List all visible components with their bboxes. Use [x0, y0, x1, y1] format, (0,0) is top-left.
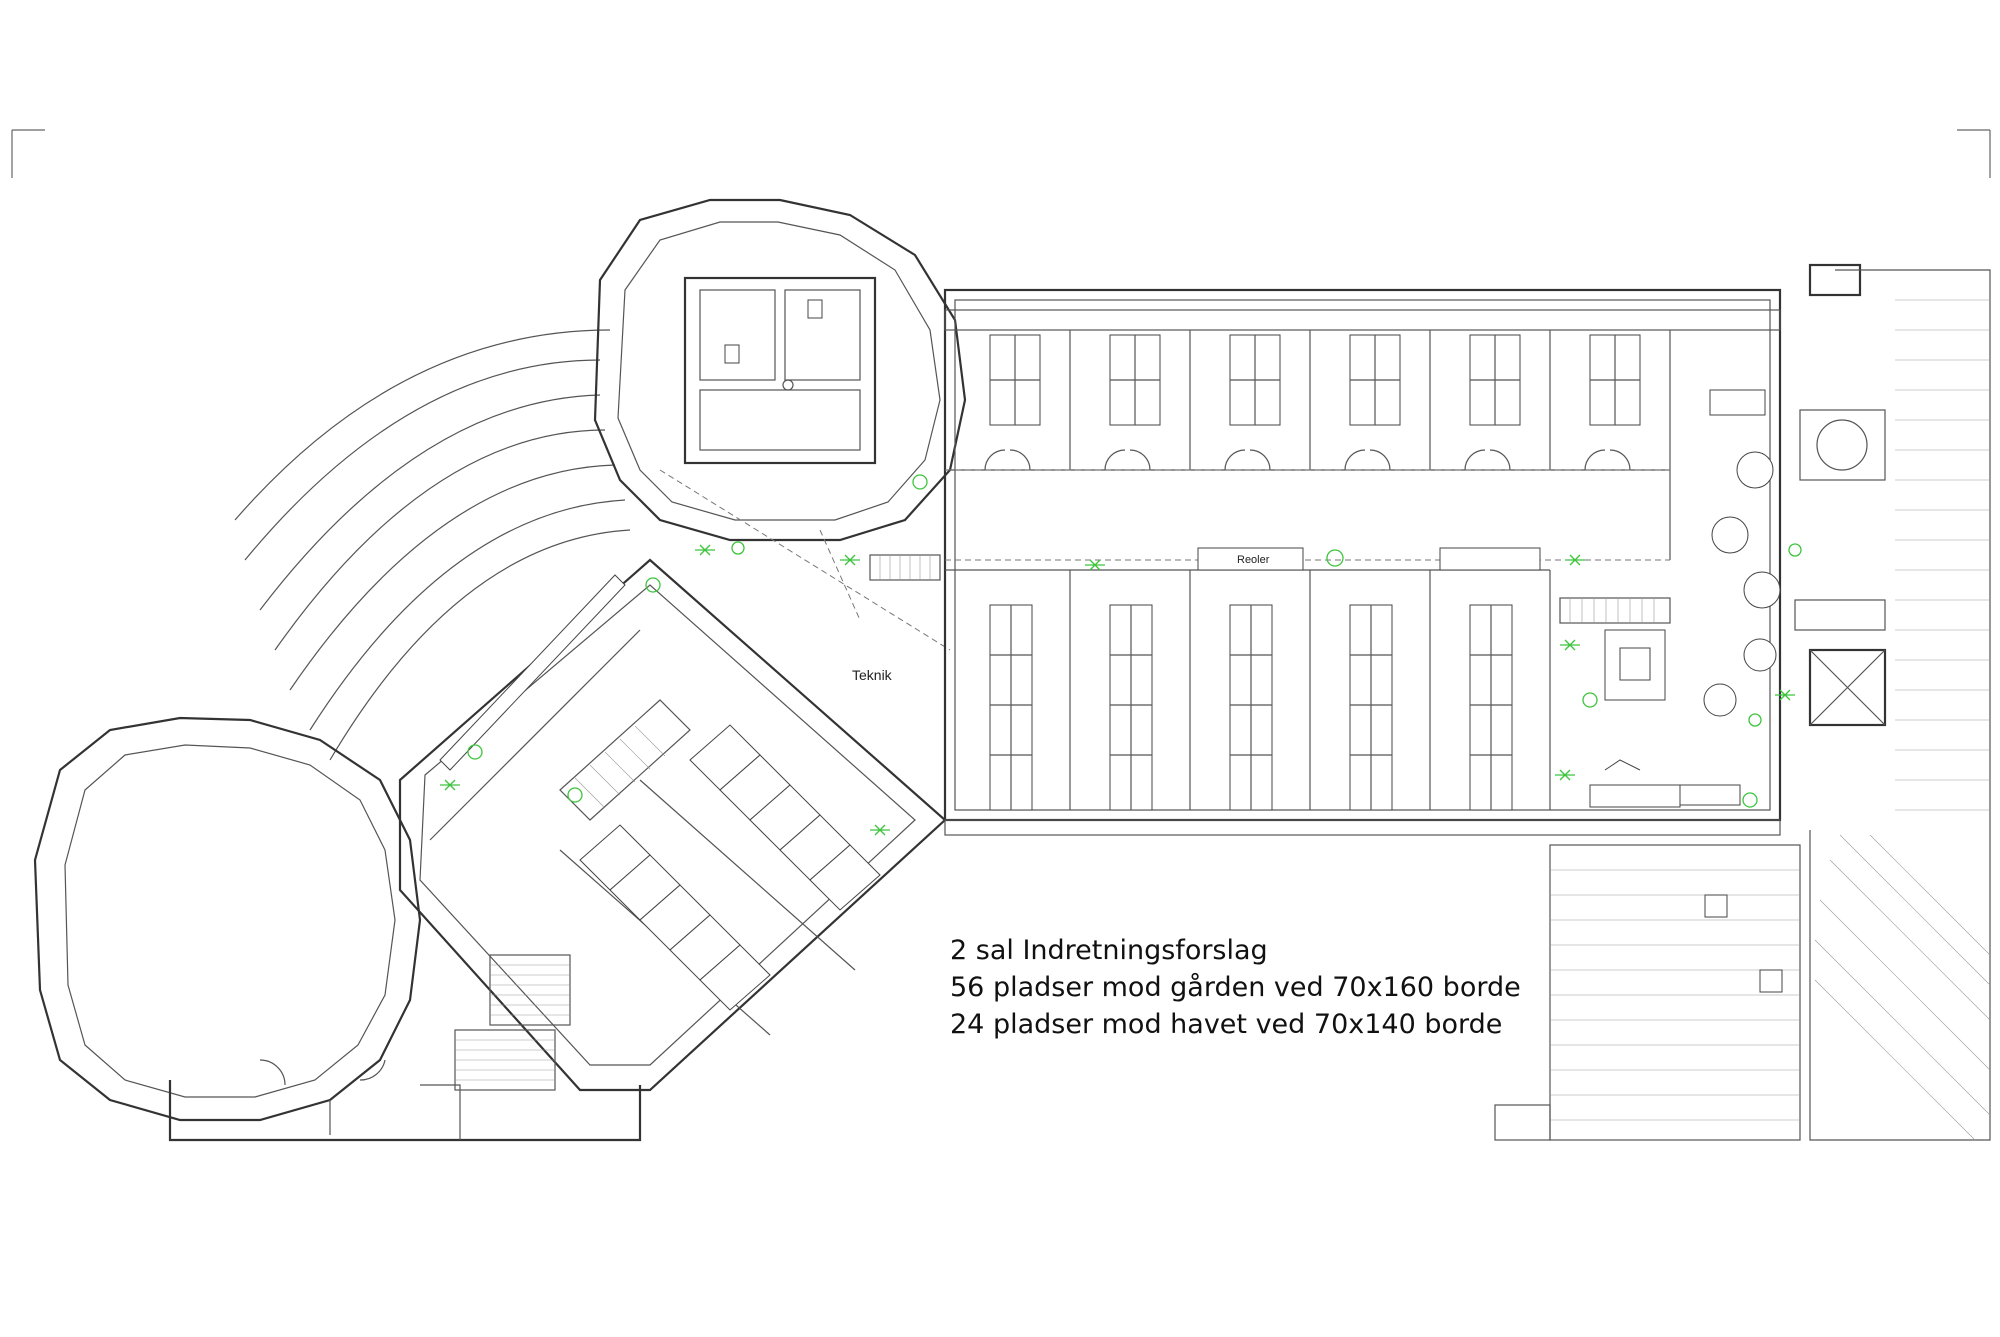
plan-caption: 2 sal Indretningsforslag 56 pladser mod … — [950, 932, 1521, 1043]
right-tower — [1794, 263, 1887, 727]
shelf-label-reoler: Reoler — [1237, 554, 1270, 566]
lounge-area — [1589, 389, 1781, 808]
middle-wing: Teknik — [398, 558, 947, 1092]
caption-line-title: 2 sal Indretningsforslag — [950, 935, 1268, 966]
east-wing: Reoler — [869, 288, 1782, 836]
roof-hatching — [1494, 269, 1991, 1141]
bottom-left-rotunda — [33, 716, 422, 1135]
middle-stair — [559, 699, 691, 821]
caption-line-courtyard-seats: 56 pladser mod gården ved 70x160 borde — [950, 972, 1521, 1003]
shelves-reoler: Reoler — [1197, 547, 1541, 571]
top-rotunda — [593, 198, 967, 651]
caption-line-sea-seats: 24 pladser mod havet ved 70x140 borde — [950, 1009, 1503, 1040]
top-room-desks — [989, 334, 1641, 426]
desk-cluster-b — [689, 724, 881, 911]
plants — [440, 474, 1802, 836]
bottom-base — [168, 1080, 642, 1142]
crop-marks — [11, 129, 1991, 178]
bottom-room-desks — [989, 604, 1513, 811]
curved-terrace — [234, 329, 631, 761]
east-wing-stairs — [869, 554, 1671, 624]
desk-cluster-a — [579, 824, 771, 1011]
room-label-teknik: Teknik — [852, 667, 893, 683]
lower-stairs — [454, 954, 571, 1091]
